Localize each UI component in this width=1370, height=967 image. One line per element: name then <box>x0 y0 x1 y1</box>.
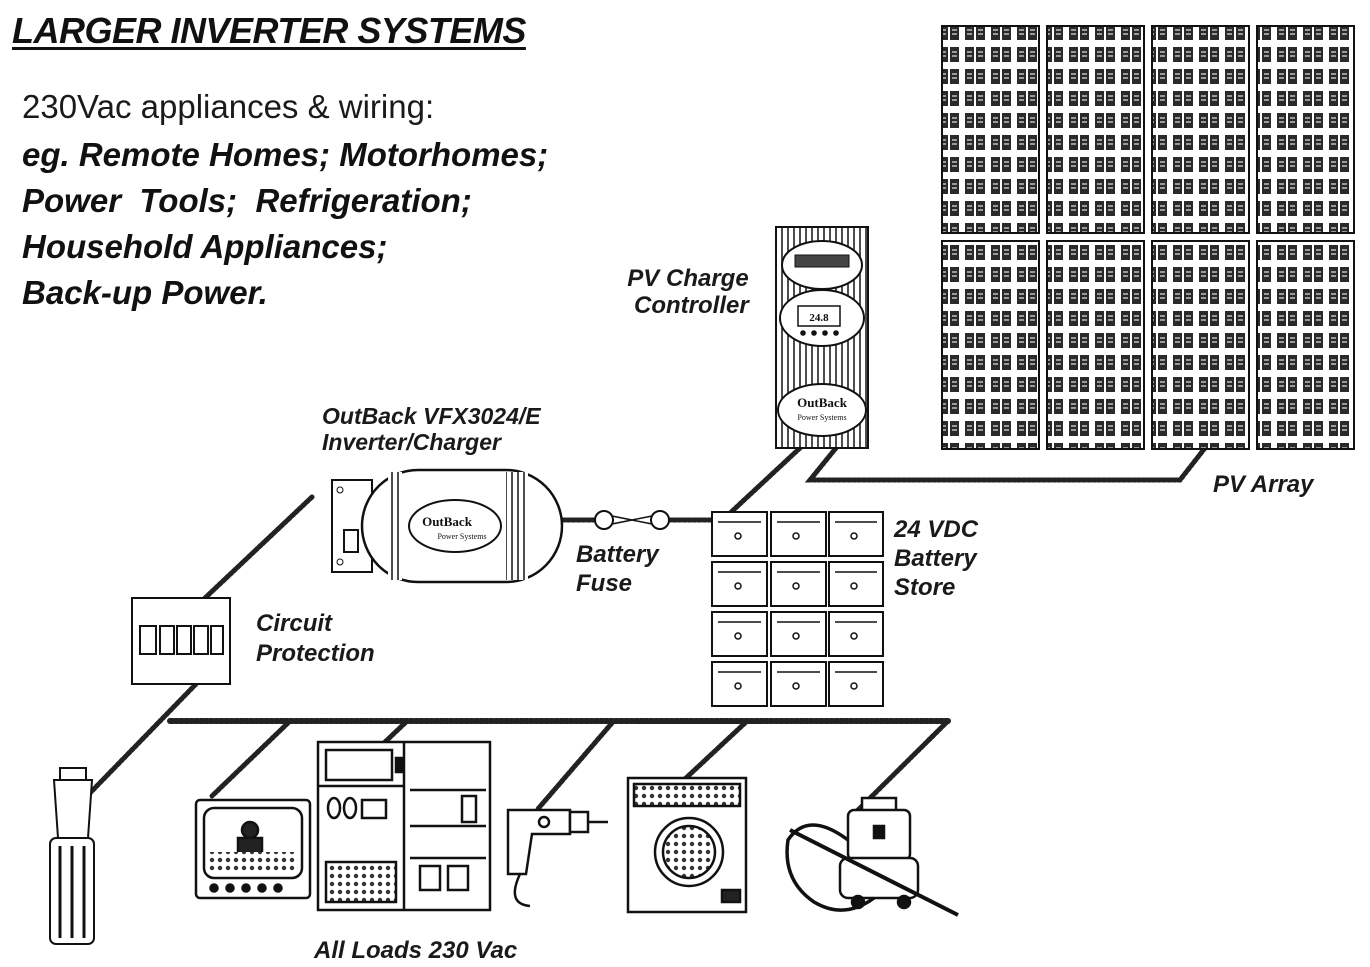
refrigerator <box>316 740 492 912</box>
inverter-brand-sub: Power Systems <box>437 532 486 541</box>
use-line-3: Household Appliances; <box>22 228 388 265</box>
power-drill <box>506 808 608 908</box>
circuit-breaker-box <box>131 597 231 685</box>
battery-fuse-label-line1: Battery <box>576 541 659 568</box>
inverter-label-line2: Inverter/Charger <box>322 428 501 455</box>
inverter-label: OutBack VFX3024/E Inverter/Charger <box>322 403 541 456</box>
battery-fuse-label-line2: Fuse <box>576 569 633 597</box>
use-line-2: Power Tools; Refrigeration; <box>22 182 472 219</box>
pv-array <box>941 25 1355 450</box>
inverter-label-line1: OutBack VFX3024/E <box>322 403 541 429</box>
pv-cable <box>804 445 1208 483</box>
page-title: LARGER INVERTER SYSTEMS <box>12 10 526 51</box>
battery-fuse-label: Battery Fuse <box>576 541 659 599</box>
use-line-1: eg. Remote Homes; Motorhomes; <box>22 136 549 173</box>
controller-brand-sub: Power Systems <box>797 413 846 422</box>
charge-controller-label: PV Charge Controller <box>626 265 749 320</box>
battery-store-label-line2: Battery <box>894 544 977 572</box>
charge-controller <box>775 226 869 449</box>
circuit-protection-label: Circuit Protection <box>256 609 375 669</box>
use-line-4: Back-up Power. <box>22 274 268 311</box>
battery-store-label: 24 VDC Battery Store <box>894 516 978 602</box>
charge-controller-label-line2: Controller <box>634 291 749 319</box>
controller-brand-text: OutBack <box>797 395 848 410</box>
controller-battery-cable <box>725 445 803 518</box>
battery-fuse <box>594 510 670 530</box>
circuit-protection-label-line2: Protection <box>256 640 375 667</box>
inverter-brand-text: OutBack <box>422 514 473 529</box>
vacuum-cleaner <box>785 796 959 917</box>
television <box>194 798 312 900</box>
inverter-breaker-cable <box>202 494 315 601</box>
washing-machine <box>626 776 748 914</box>
pv-array-label: PV Array <box>1213 471 1314 498</box>
cfl-lamp <box>49 767 95 945</box>
intro-text: 230Vac appliances & wiring: <box>22 88 435 125</box>
inverter-charger <box>331 468 564 584</box>
charge-controller-label-line1: PV Charge <box>627 265 749 292</box>
battery-bank <box>711 511 884 707</box>
controller-display-value: 24.8 <box>809 312 829 324</box>
battery-store-label-line3: Store <box>894 573 956 601</box>
loads-label: All Loads 230 Vac <box>314 937 518 964</box>
lamp-cable <box>87 681 199 796</box>
dc-and-ac-cables <box>87 445 1208 813</box>
battery-store-label-line1: 24 VDC <box>894 516 979 543</box>
circuit-protection-label-line1: Circuit <box>256 610 333 637</box>
